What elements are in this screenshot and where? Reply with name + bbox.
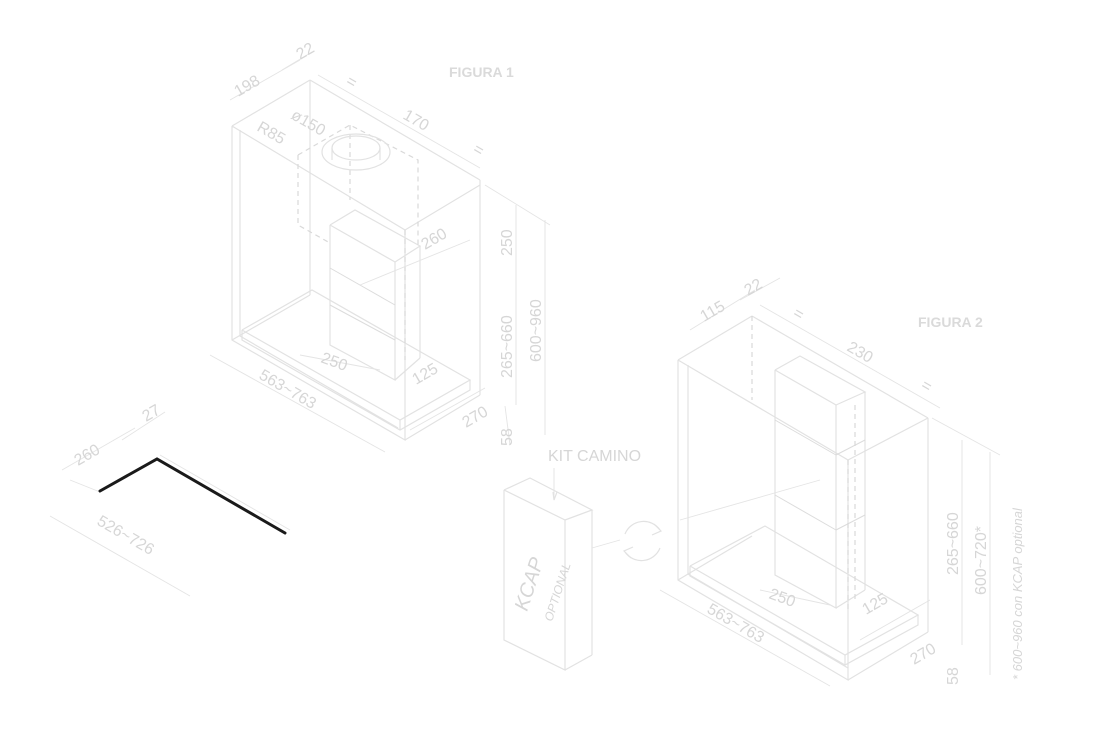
- figure-2-cabinet: [677, 315, 929, 682]
- cutout-dim-526-726: 526~726: [94, 513, 157, 559]
- dim-equal-2-fig2: =: [918, 377, 935, 396]
- dim-equal-1: =: [343, 73, 360, 92]
- dim-125: 125: [410, 360, 442, 388]
- figure-1-hood: [241, 289, 472, 431]
- figure-1-flue: [321, 133, 391, 171]
- dim-diameter-150: ø150: [288, 107, 328, 140]
- cutout-dim-260: 260: [72, 441, 104, 469]
- cutout-dim-27: 27: [140, 402, 164, 426]
- kit-camino-label: KIT CAMINO: [548, 448, 641, 465]
- kcap-label: KCAP: [511, 554, 549, 613]
- optional-label: OPTIONAL: [542, 561, 574, 623]
- cutout-outline: [98, 457, 287, 535]
- dim-equal-1-fig2: =: [790, 305, 807, 324]
- dim-265-660: 265~660: [499, 315, 516, 378]
- figure-2-title: FIGURA 2: [918, 314, 983, 330]
- figure-1: FIGURA 1: [209, 40, 551, 453]
- kit-camino: KIT CAMINO KCAP OPTIONAL: [503, 448, 663, 671]
- figure-2-hood: [689, 525, 920, 666]
- dim-125-fig2: 125: [860, 590, 892, 618]
- dim-r85: R85: [254, 119, 288, 148]
- dim-260: 260: [419, 225, 451, 253]
- dim-270: 270: [460, 403, 492, 431]
- dim-equal-2: =: [470, 141, 487, 160]
- figure-1-labels: 198 22 = ø150 R85 170 = 260 250 265~660 …: [232, 40, 546, 446]
- dim-115: 115: [698, 298, 729, 326]
- dim-250-vertical: 250: [499, 229, 516, 256]
- dim-270-fig2: 270: [908, 640, 940, 668]
- dim-600-720: 600~720*: [973, 526, 990, 595]
- dim-563-763: 563~763: [256, 367, 319, 413]
- rotate-icon: [622, 520, 663, 562]
- dim-600-960: 600~960: [528, 299, 545, 362]
- figure-2-dimensions: [659, 277, 1001, 687]
- dim-600-960-kcap: * 600~960 con KCAP optional: [1010, 507, 1025, 680]
- dim-265-660-fig2: 265~660: [945, 512, 962, 575]
- dim-22: 22: [294, 40, 318, 64]
- dim-170: 170: [400, 107, 432, 135]
- figure-1-title: FIGURA 1: [449, 64, 514, 80]
- dim-58: 58: [499, 428, 516, 446]
- figure-2-labels: 115 22 = 230 = 265~660 600~720* * 600~96…: [698, 276, 1026, 685]
- cutout-diagram: 260 27 526~726: [49, 402, 291, 597]
- figure-1-dimensions: [209, 51, 551, 453]
- dim-563-763-fig2: 563~763: [704, 601, 767, 647]
- figure-1-chimney: [297, 124, 422, 382]
- dim-58-fig2: 58: [945, 667, 962, 685]
- figure-2: FIGURA 2: [659, 276, 1026, 687]
- dim-22-fig2: 22: [742, 276, 766, 300]
- figure-2-chimney: [751, 316, 867, 610]
- figure-1-cabinet: [231, 79, 481, 442]
- dim-250-fig2: 250: [767, 586, 798, 611]
